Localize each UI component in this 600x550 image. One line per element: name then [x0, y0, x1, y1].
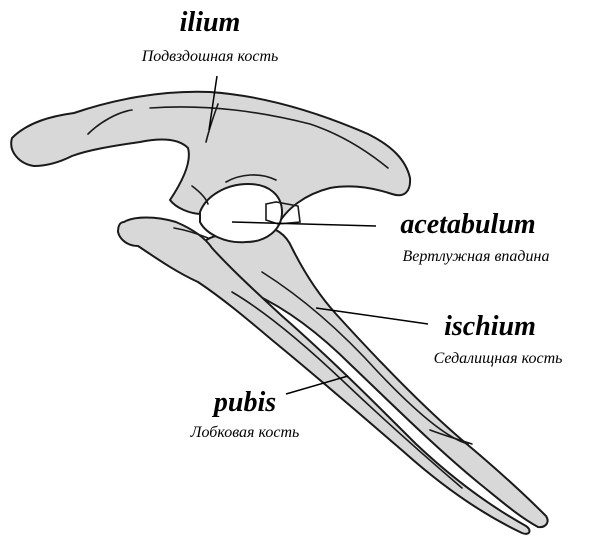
acetabulum-leader [231, 221, 377, 227]
ischium-leader [315, 307, 429, 325]
leader-lines [208, 75, 429, 395]
ischium-bone [197, 226, 549, 529]
pubis-leader [285, 375, 349, 395]
ilium-label: ilium [179, 7, 241, 38]
ischium-label: ischium [444, 311, 536, 342]
ilium-leader [208, 75, 218, 131]
bone-detail-lines [87, 103, 473, 489]
acetabulum-label: acetabulum [400, 209, 536, 240]
pubis-bone [117, 216, 531, 535]
pubis-label: pubis [213, 387, 277, 418]
acetabulum-caption: Вертлужная впадина [402, 248, 550, 265]
ilium-caption: Подвздошная кость [141, 48, 279, 65]
acetabulum-socket [199, 182, 284, 244]
ischium-caption: Седалищная кость [433, 350, 563, 367]
pubis-caption: Лобковая кость [190, 424, 300, 441]
